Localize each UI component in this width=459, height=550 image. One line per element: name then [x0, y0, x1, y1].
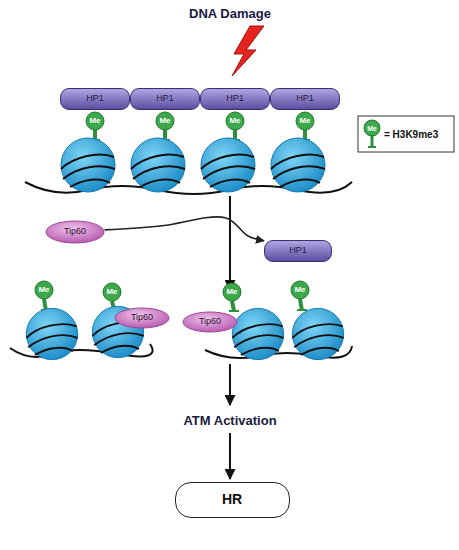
legend-symbol	[364, 120, 380, 148]
methyl-mark: Me	[155, 111, 175, 131]
node-text: Me	[299, 117, 310, 126]
node-text: Tip60	[64, 227, 86, 237]
protein-ellipse: Tip60	[114, 307, 170, 329]
methyl-mark: Me	[367, 125, 377, 132]
nucleosome	[271, 138, 325, 192]
damage-bolt	[232, 26, 264, 76]
node-text: HP1	[226, 94, 244, 104]
protein-box: HP1	[60, 88, 130, 110]
methyl-mark: Me	[295, 111, 315, 131]
methyl-mark: Me	[290, 280, 310, 300]
node-text: Me	[226, 288, 237, 297]
protein-ellipse: Tip60	[45, 220, 105, 244]
node-text: HP1	[156, 94, 174, 104]
protein-ellipse: Tip60	[182, 311, 238, 333]
nucleosome	[131, 138, 185, 192]
legend-text: = H3K9me3	[384, 129, 438, 140]
node-text: HP1	[289, 246, 307, 256]
node-text: Me	[159, 117, 170, 126]
legend-box	[358, 116, 454, 152]
process-arrow	[229, 196, 231, 290]
methyl-mark: Me	[85, 111, 105, 131]
nucleosome	[232, 308, 283, 359]
nucleosome	[61, 138, 115, 192]
outcome-box: HR	[175, 482, 290, 518]
protein-box: HP1	[264, 240, 332, 262]
node-text: Tip60	[199, 317, 221, 327]
node-text: Me	[38, 286, 49, 295]
step-label: ATM Activation	[183, 413, 276, 428]
protein-box: HP1	[200, 88, 270, 110]
methyl-stems	[41, 130, 310, 311]
methyl-mark: Me	[102, 282, 122, 302]
protein-box: HP1	[130, 88, 200, 110]
node-text: HP1	[296, 94, 314, 104]
process-arrow	[229, 433, 231, 479]
methyl-mark: Me	[222, 282, 242, 302]
methyl-mark: Me	[34, 280, 54, 300]
node-text: Me	[89, 117, 100, 126]
node-text: HR	[222, 492, 242, 507]
protein-box: HP1	[270, 88, 340, 110]
diagram-title: DNA Damage	[189, 6, 271, 21]
node-text: HP1	[86, 94, 104, 104]
node-text: Me	[106, 288, 117, 297]
node-text: Me	[294, 286, 305, 295]
node-text: Me	[229, 117, 240, 126]
nucleosome	[26, 308, 77, 359]
legend-entry: = H3K9me3	[384, 127, 438, 141]
process-arrow	[229, 364, 231, 405]
nucleosome	[201, 138, 255, 192]
methyl-mark: Me	[225, 111, 245, 131]
nucleosome	[292, 308, 343, 359]
node-text: Tip60	[131, 313, 153, 323]
reaction-connector	[105, 217, 264, 241]
